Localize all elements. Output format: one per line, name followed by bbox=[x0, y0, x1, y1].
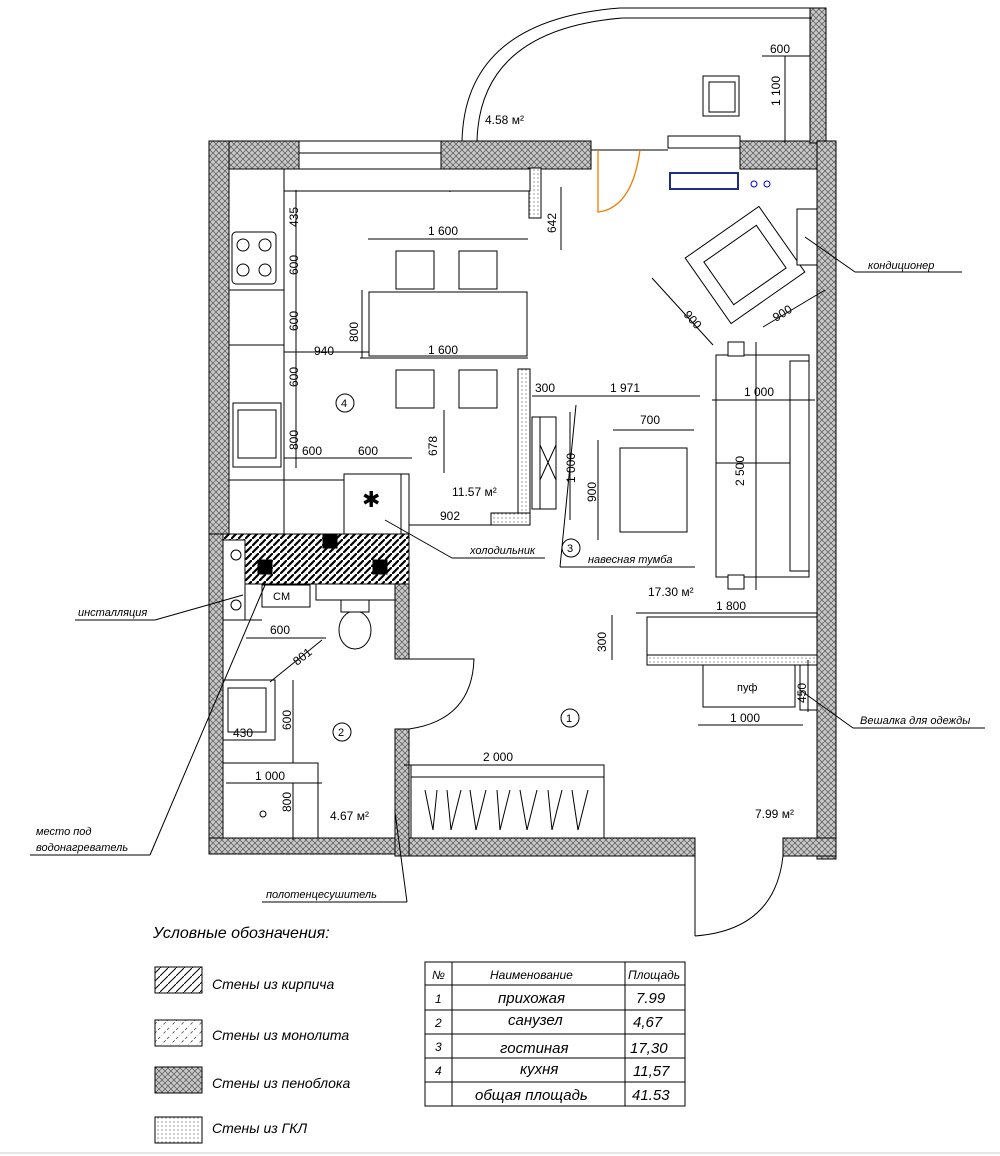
dim-fridge-902: 902 bbox=[440, 509, 460, 523]
kitchen-furniture bbox=[228, 168, 531, 535]
dim-kitchen-c: 600 bbox=[287, 367, 301, 387]
callout-water-heater-2: водонагреватель bbox=[36, 842, 128, 854]
table-row-3-num: 3 bbox=[435, 1040, 442, 1054]
dim-pouf-1000: 1 000 bbox=[730, 711, 760, 725]
dim-kitchen-top: 435 bbox=[287, 207, 301, 227]
table-row-4-num: 4 bbox=[435, 1064, 442, 1078]
table-header-area: Площадь bbox=[628, 968, 680, 982]
dim-sofa-1000-top: 1 000 bbox=[744, 385, 774, 399]
legend-drywall: Стены из ГКЛ bbox=[212, 1120, 308, 1136]
area-table bbox=[0, 961, 1000, 1154]
kitchen-area: 11.57 м² bbox=[452, 485, 497, 499]
room-number-2: 2 bbox=[338, 727, 344, 739]
radiator-living bbox=[669, 172, 739, 190]
svg-text:✱: ✱ bbox=[362, 487, 380, 512]
table-row-1-name: прихожая bbox=[498, 990, 565, 1007]
hall-area: 7.99 м² bbox=[755, 807, 794, 821]
dim-table-width-bottom: 1 600 bbox=[428, 343, 458, 357]
dim-bath-600-side: 600 bbox=[280, 710, 294, 730]
legend-swatches bbox=[154, 966, 203, 1144]
dim-bath-1000: 1 000 bbox=[255, 769, 285, 783]
callout-water-heater-1: место под bbox=[36, 826, 92, 838]
living-furniture bbox=[410, 205, 818, 839]
dim-pouf-450: 450 bbox=[795, 683, 809, 703]
wardrobe-hangers bbox=[424, 789, 589, 831]
dim-table-depth: 800 bbox=[347, 322, 361, 342]
dim-shelf-1800: 1 800 bbox=[716, 599, 746, 613]
pouf-label: пуф bbox=[737, 682, 757, 694]
dim-kitchen-678: 678 bbox=[426, 436, 440, 456]
dim-table-width-top: 1 600 bbox=[428, 224, 458, 238]
dim-wardrobe-2000: 2 000 bbox=[483, 750, 513, 764]
dim-balcony-width: 600 bbox=[770, 42, 790, 56]
dim-bath-800: 800 bbox=[280, 792, 294, 812]
callout-air-conditioner: кондиционер bbox=[868, 260, 934, 272]
callout-leaders bbox=[30, 236, 985, 903]
dim-kitchen-bottom-a: 600 bbox=[302, 444, 322, 458]
table-row-2-area: 4,67 bbox=[633, 1014, 663, 1031]
dim-table-900: 900 bbox=[585, 482, 599, 502]
dim-kitchen-a: 600 bbox=[287, 255, 301, 275]
table-header-num: № bbox=[432, 968, 445, 982]
walls bbox=[208, 7, 837, 860]
room-number-4: 4 bbox=[341, 398, 347, 410]
callout-texts: кондиционер холодильник навесная тумба и… bbox=[36, 260, 970, 901]
callout-coat-rack: Вешалка для одежды bbox=[860, 715, 970, 727]
living-area: 17.30 м² bbox=[648, 585, 694, 599]
dimension-lines bbox=[226, 55, 826, 840]
cm-label: CM bbox=[273, 591, 290, 603]
dim-hall-300: 300 bbox=[595, 632, 609, 652]
dim-sofa-2500: 2 500 bbox=[733, 456, 747, 486]
callout-installation: инсталляция bbox=[78, 607, 147, 619]
legend-labels: Стены из кирпича Стены из монолита Стены… bbox=[212, 976, 350, 1136]
legend-brick: Стены из кирпича bbox=[212, 976, 335, 992]
area-table-text: № Наименование Площадь 1 прихожая 7.99 2… bbox=[432, 968, 680, 1104]
table-row-1-area: 7.99 bbox=[636, 990, 666, 1007]
table-row-2-name: санузел bbox=[508, 1012, 563, 1029]
table-total-name: общая площадь bbox=[475, 1087, 588, 1104]
room-number-1: 1 bbox=[566, 713, 572, 725]
balcony-area: 4.58 м² bbox=[485, 113, 524, 127]
table-row-4-area: 11,57 bbox=[633, 1063, 670, 1080]
dim-table-700: 700 bbox=[640, 413, 660, 427]
balcony-door bbox=[597, 149, 641, 213]
dim-bath-600-top: 600 bbox=[270, 623, 290, 637]
table-row-3-name: гостиная bbox=[500, 1040, 569, 1057]
table-row-2-num: 2 bbox=[434, 1016, 442, 1030]
legend-monolith: Стены из монолита bbox=[212, 1027, 349, 1043]
dim-kitchen-642: 642 bbox=[545, 213, 559, 233]
dim-kitchen-940: 940 bbox=[314, 344, 334, 358]
legend-title: Условные обозначения: bbox=[152, 925, 330, 942]
table-header-name: Наименование bbox=[490, 968, 573, 982]
table-row-4-name: кухня bbox=[520, 1061, 558, 1078]
callout-towel-dryer: полотенцесушитель bbox=[266, 889, 377, 901]
dim-bath-430: 430 bbox=[233, 726, 253, 740]
bathroom-fixtures bbox=[222, 533, 396, 839]
callout-hanging-cabinet: навесная тумба bbox=[588, 554, 673, 566]
room-markers bbox=[332, 393, 581, 742]
windows bbox=[298, 135, 741, 154]
dim-kitchen-bottom-b: 600 bbox=[358, 444, 378, 458]
room-number-3: 3 bbox=[567, 543, 573, 555]
dim-kitchen-b: 600 bbox=[287, 311, 301, 331]
table-total-area: 41.53 bbox=[632, 1087, 670, 1104]
dim-tv-1000: 1 000 bbox=[564, 453, 578, 483]
table-row-1-num: 1 bbox=[435, 992, 442, 1006]
bathroom-area: 4.67 м² bbox=[330, 809, 369, 823]
dim-chair-900-a: 900 bbox=[681, 308, 705, 332]
dim-chair-900-b: 900 bbox=[770, 302, 795, 325]
dim-living-1971: 1 971 bbox=[610, 381, 640, 395]
dim-kitchen-d: 800 bbox=[287, 430, 301, 450]
dim-balcony-height: 1 100 bbox=[769, 76, 783, 106]
legend-foam-block: Стены из пеноблока bbox=[212, 1075, 350, 1091]
callout-fridge: холодильник bbox=[469, 545, 536, 557]
dim-living-300: 300 bbox=[535, 381, 555, 395]
table-row-3-area: 17,30 bbox=[630, 1040, 668, 1057]
